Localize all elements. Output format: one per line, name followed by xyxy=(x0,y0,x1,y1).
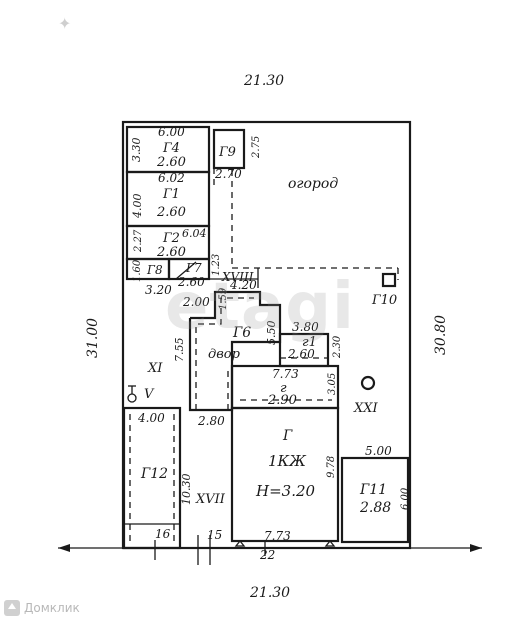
dim-g2-w: 6.04 xyxy=(182,227,207,240)
dim-gs-h: 3.05 xyxy=(327,373,338,395)
dim-g6-h: 7.55 xyxy=(173,338,186,363)
dim-g6-right: 5.50 xyxy=(265,321,278,346)
label-xxi: XXI xyxy=(353,401,379,416)
dim-left: 31.00 xyxy=(85,318,101,358)
label-g11: Г11 xyxy=(359,482,387,498)
dim-house-h: 9.78 xyxy=(326,456,337,478)
area-g1: 2.60 xyxy=(156,205,186,220)
dim-g9-w: 2.70 xyxy=(214,167,242,181)
dim-g2-h: 2.27 xyxy=(133,229,144,253)
label-g8: Г8 xyxy=(146,263,163,277)
shed-g7 xyxy=(167,257,211,281)
etagi-watermark: etagi xyxy=(165,270,355,344)
shed-g10 xyxy=(381,272,397,288)
label-g4: Г4 xyxy=(162,141,180,156)
label-house-type: 1КЖ xyxy=(268,452,307,470)
label-gs: г xyxy=(280,381,287,396)
ground-arrow-left xyxy=(58,544,70,552)
label-g6: Г6 xyxy=(232,325,251,341)
dim-g1s-h: 2.30 xyxy=(332,335,343,359)
label-xi: XI xyxy=(147,361,163,376)
dim-g6-top: 4.20 xyxy=(229,278,257,292)
dim-g1-w: 6.02 xyxy=(158,171,185,185)
dim-right: 30.80 xyxy=(433,315,449,355)
dim-dvor-bottom: 2.80 xyxy=(197,414,225,428)
area-g2: 2.60 xyxy=(156,245,186,260)
label-house: Г xyxy=(282,428,293,444)
dim-fence-a: 10.30 xyxy=(180,474,193,506)
dim-gs-w: 7.73 xyxy=(272,367,299,381)
dim-g9-h: 2.75 xyxy=(251,136,262,159)
shed-g12 xyxy=(122,406,182,550)
label-xviii: XVIII xyxy=(221,270,254,284)
ground-arrow-right xyxy=(470,544,482,552)
domclick-watermark: Домклик xyxy=(4,600,80,616)
dim-g4-h: 3.30 xyxy=(130,138,143,163)
tap-icon xyxy=(127,393,137,403)
label-g1s: г1 xyxy=(302,335,317,350)
dim-g12-w: 4.00 xyxy=(137,411,165,425)
label-g12: Г12 xyxy=(140,466,168,482)
dim-g11-h: 6.00 xyxy=(400,487,411,510)
dim-g8-w: 3.20 xyxy=(145,283,172,297)
well-icon xyxy=(360,375,376,391)
label-g1: Г1 xyxy=(162,187,180,202)
shed-g6 xyxy=(188,290,282,412)
dim-fence-b: 15 xyxy=(207,528,222,542)
dim-g7-h: 1.23 xyxy=(211,254,222,276)
area-g1s: 2.60 xyxy=(287,347,315,361)
dim-top: 21.30 xyxy=(243,73,284,89)
label-g10: Г10 xyxy=(371,293,397,308)
fence-ticks xyxy=(154,535,266,565)
label-g2: Г2 xyxy=(162,231,180,246)
house-height: H=3.20 xyxy=(255,482,316,500)
domclick-logo-icon xyxy=(4,600,20,616)
dim-fence-c: 16 xyxy=(155,527,171,541)
label-g9: Г9 xyxy=(218,145,236,160)
dim-fence-d: 22 xyxy=(259,548,275,562)
dim-g6-side: 1.59 xyxy=(218,287,229,310)
star-icon: ✦ xyxy=(58,14,72,33)
label-v: V xyxy=(144,387,155,402)
dim-house-w: 7.73 xyxy=(264,529,291,543)
label-yard: двор xyxy=(208,347,241,362)
dim-g1-h: 4.00 xyxy=(131,194,144,220)
dim-g11-w: 5.00 xyxy=(365,444,392,458)
area-g11: 2.88 xyxy=(359,500,391,516)
area-gs: 2.90 xyxy=(267,393,297,408)
domclick-label: Домклик xyxy=(24,601,80,615)
dim-g6-left: 2.00 xyxy=(182,295,210,309)
dim-g1s-w: 3.80 xyxy=(292,320,319,334)
dim-bottom: 21.30 xyxy=(249,585,290,601)
label-xvii: XVII xyxy=(195,492,226,507)
label-garden: огород xyxy=(288,176,338,192)
shed-g11 xyxy=(340,456,410,544)
label-g7: Г7 xyxy=(185,261,202,275)
dim-g4-w: 6.00 xyxy=(158,125,185,139)
dim-g8-h: 1.60 xyxy=(132,259,143,282)
area-g7: 2.60 xyxy=(177,275,205,289)
area-g4: 2.60 xyxy=(156,155,186,170)
shed-g9 xyxy=(212,128,246,170)
